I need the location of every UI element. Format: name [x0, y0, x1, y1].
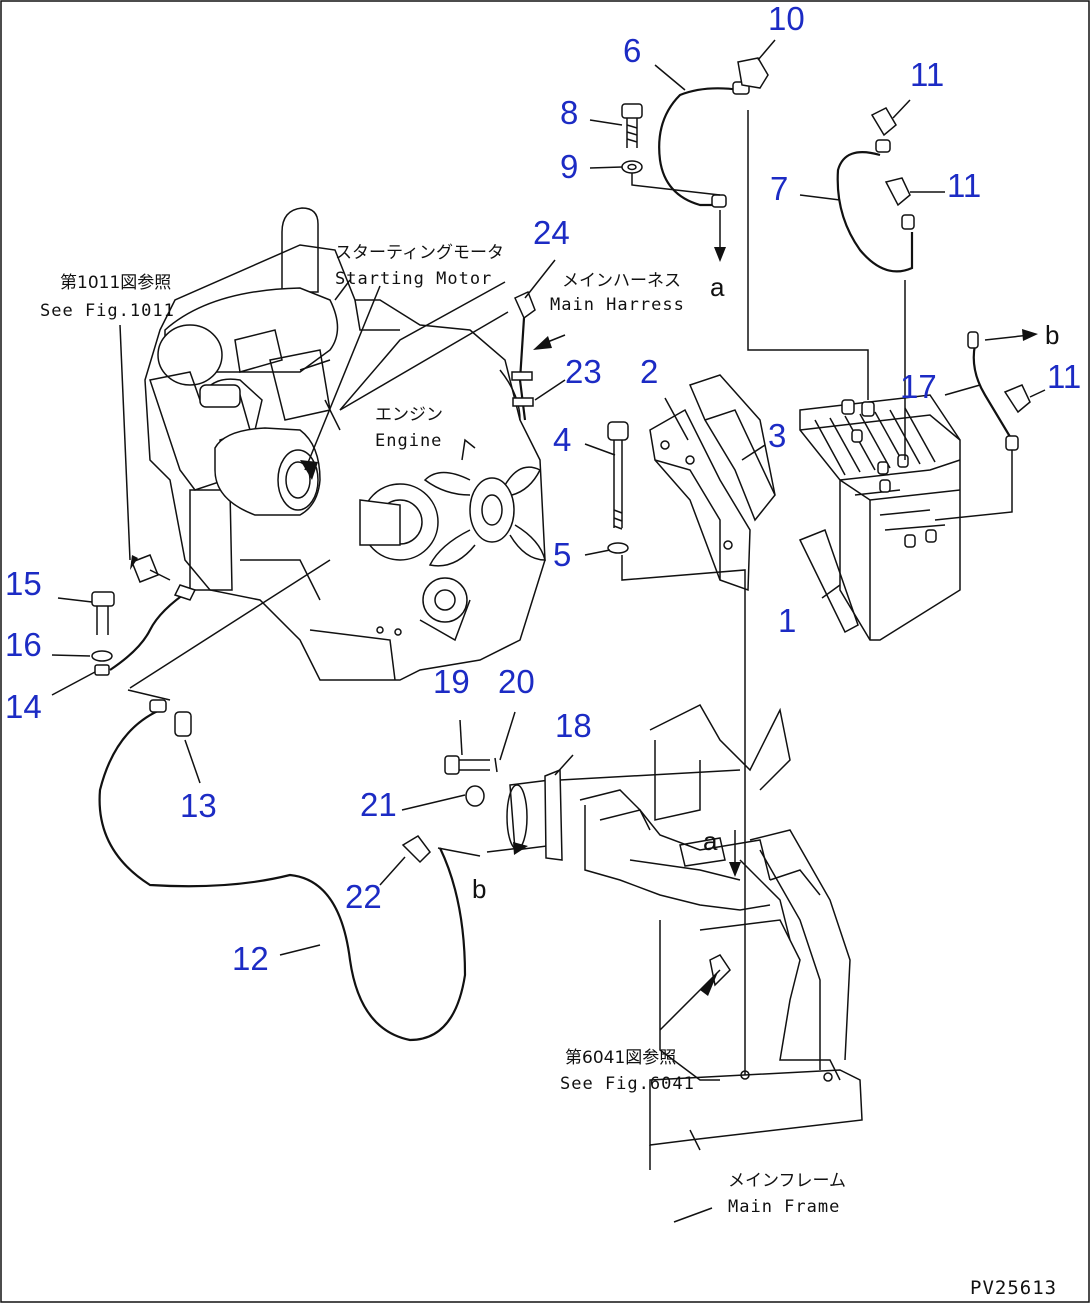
callout-7: 7 [770, 170, 788, 207]
label-main-harness-jp: メインハーネス [562, 271, 681, 291]
label-see-fig-1011-en: See Fig.1011 [40, 301, 175, 321]
battery-drawing [798, 394, 961, 641]
callout-10: 10 [768, 0, 805, 37]
label-see-fig-6041-jp: 第6041図参照 [565, 1048, 676, 1068]
callout-4: 4 [553, 421, 571, 458]
callout-22: 22 [345, 878, 382, 915]
cables-drawing [91, 57, 1038, 1080]
drawing-code: PV25613 [970, 1277, 1057, 1299]
callout-5: 5 [553, 536, 571, 573]
fig-1011-arrowhead [130, 555, 138, 570]
callout-1: 1 [778, 602, 796, 639]
callout-21: 21 [360, 786, 397, 823]
main-frame-drawing [579, 704, 863, 1170]
label-starting-motor-en: Starting Motor [335, 269, 492, 289]
fig-6041-arrowhead [700, 972, 718, 996]
callout-14: 14 [5, 688, 42, 725]
callout-18: 18 [555, 707, 592, 744]
callout-8: 8 [560, 94, 578, 131]
callout-20: 20 [498, 663, 535, 700]
callout-15: 15 [5, 565, 42, 602]
callout-2: 2 [640, 353, 658, 390]
callout-11-mid: 11 [947, 167, 981, 204]
text-labels: 第1011図参照 See Fig.1011 スターティングモータ Startin… [40, 243, 1059, 1299]
label-see-fig-1011-jp: 第1011図参照 [60, 273, 171, 293]
callout-11-top: 11 [910, 56, 944, 93]
label-main-frame-jp: メインフレーム [728, 1171, 846, 1191]
callout-numbers: 1 2 3 4 5 6 7 8 9 10 11 11 11 12 13 14 1… [5, 0, 1081, 977]
callout-6: 6 [623, 32, 641, 69]
callout-13: 13 [180, 787, 217, 824]
callout-16: 16 [5, 626, 42, 663]
label-engine-en: Engine [375, 431, 442, 451]
connector-b-mid: b [472, 874, 486, 904]
label-main-frame-en: Main Frame [728, 1197, 840, 1217]
connector-b-right: b [1045, 320, 1059, 350]
starting-motor-arrowhead [300, 460, 318, 480]
callout-17: 17 [900, 368, 937, 405]
label-see-fig-6041-en: See Fig.6041 [560, 1074, 695, 1094]
callout-11-right: 11 [1047, 358, 1081, 395]
connector-a-top: a [710, 272, 725, 302]
callout-19: 19 [433, 663, 470, 700]
label-starting-motor-jp: スターティングモータ [335, 243, 504, 263]
callout-24: 24 [533, 214, 570, 251]
callout-12: 12 [232, 940, 269, 977]
callout-3: 3 [768, 417, 786, 454]
callout-9: 9 [560, 148, 578, 185]
connector-a-mid: a [703, 826, 718, 856]
callout-23: 23 [565, 353, 602, 390]
label-main-harness-en: Main Harress [550, 295, 685, 315]
battery-bracket-drawing [649, 374, 776, 592]
label-engine-jp: エンジン [375, 405, 443, 425]
